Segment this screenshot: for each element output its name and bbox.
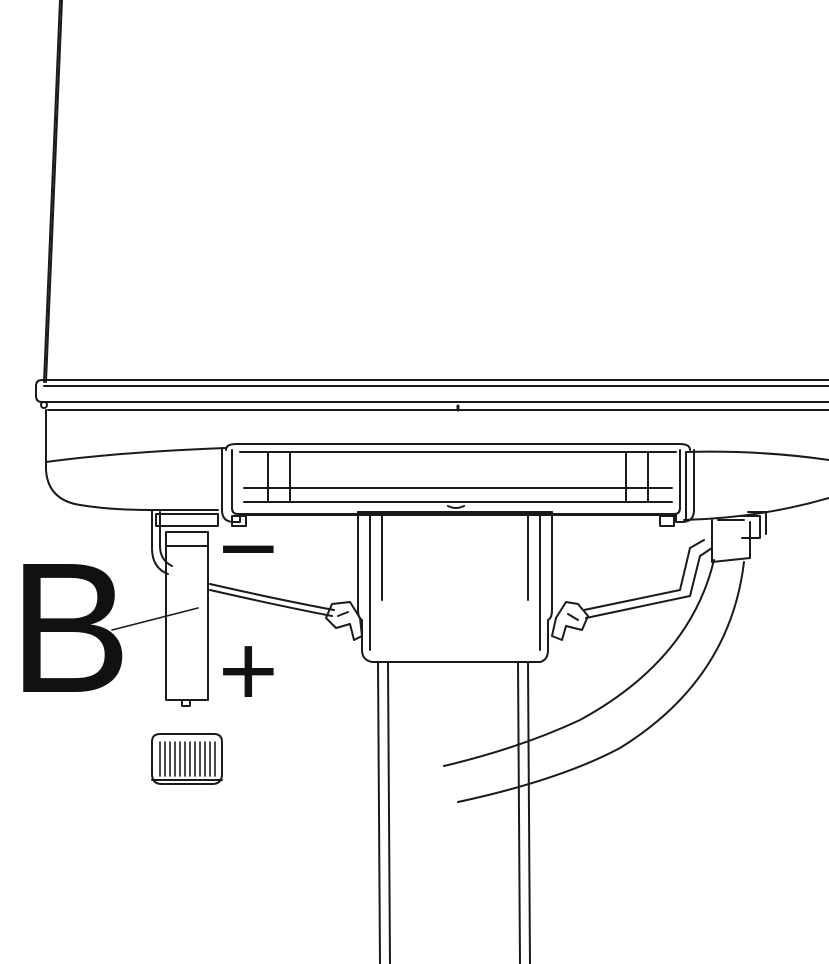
cap-knurling [159,741,216,777]
battery [165,531,209,707]
minus-sign: − [218,491,279,607]
left-hinge [151,509,335,617]
cable [443,559,745,803]
battery-cap [151,733,223,785]
callout-leader-line [111,607,199,631]
callout-label-b: B [8,525,132,732]
mounting-pole [377,661,531,964]
panel-body [35,0,829,521]
center-mount [325,505,589,663]
plus-sign: + [218,613,279,729]
bracket-tray [221,443,695,527]
right-arm [583,511,767,619]
